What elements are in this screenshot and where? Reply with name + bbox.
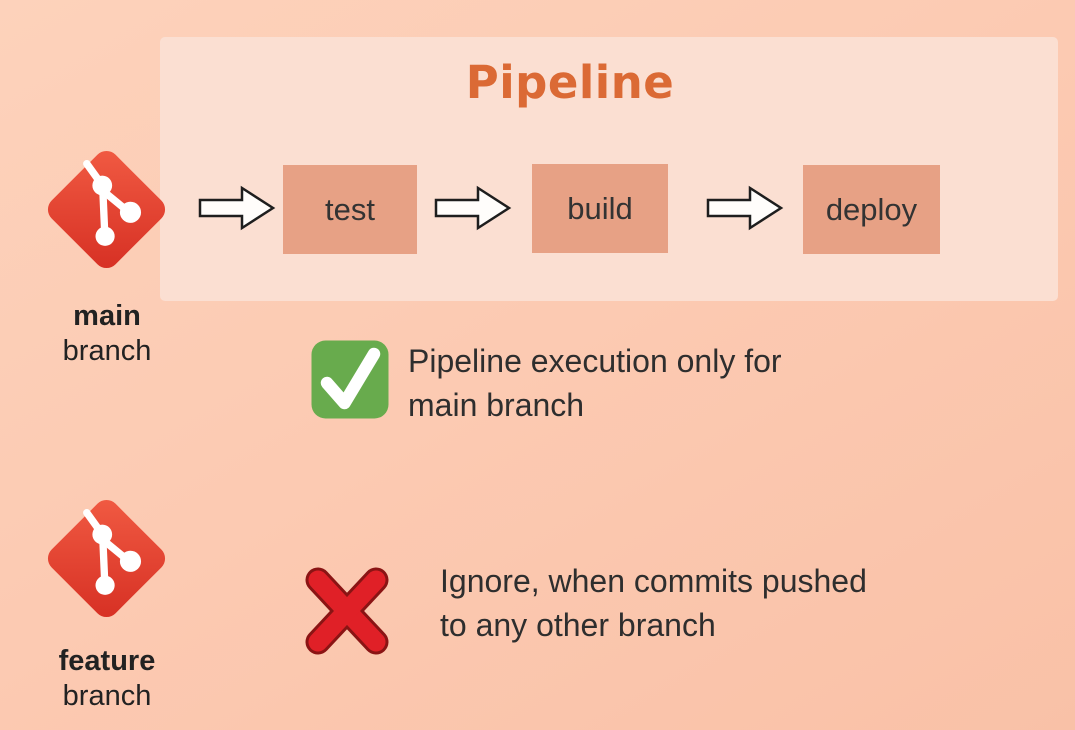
deny-note-line2: to any other branch (440, 607, 716, 643)
main-branch-label: main branch (22, 299, 192, 369)
allow-note-line2: main branch (408, 387, 585, 423)
git-logo-icon (47, 150, 166, 269)
branch-word-feature: branch (62, 680, 152, 712)
branch-name-feature: feature (58, 645, 156, 677)
branch-word-main: branch (62, 335, 152, 367)
pipeline-title: Pipeline (465, 56, 675, 109)
pipeline-stage-deploy: deploy (803, 165, 940, 254)
arrow-right-icon (434, 185, 512, 231)
check-icon (311, 340, 389, 419)
deny-note-text: Ignore, when commits pushed to any other… (440, 559, 867, 647)
arrow-right-icon (706, 185, 784, 231)
allow-note-line1: Pipeline execution only for (408, 343, 782, 379)
feature-branch-label: feature branch (22, 644, 192, 714)
allow-note-text: Pipeline execution only for main branch (408, 339, 782, 427)
pipeline-stage-build: build (532, 164, 668, 253)
deny-note-line1: Ignore, when commits pushed (440, 563, 867, 599)
cross-icon (305, 567, 389, 655)
arrow-right-icon (198, 185, 276, 231)
git-logo-icon (47, 499, 166, 618)
pipeline-stage-test: test (283, 165, 417, 254)
branch-name-main: main (73, 300, 141, 332)
